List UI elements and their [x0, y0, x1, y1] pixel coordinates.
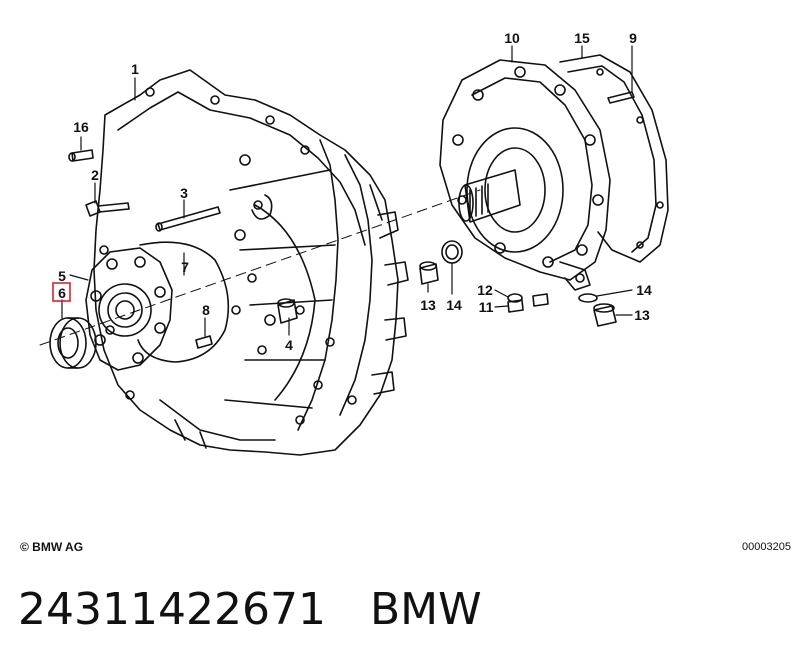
front-cover: [85, 247, 173, 371]
part-number: 24311422671: [18, 584, 326, 635]
callout-4: 4: [285, 337, 293, 353]
callout-13-left: 13: [420, 297, 436, 313]
callout-13-right: 13: [634, 307, 650, 323]
pin: [195, 335, 213, 349]
callout-5: 5: [58, 268, 66, 284]
screw-11b: [532, 293, 549, 307]
callout-8: 8: [202, 302, 210, 318]
callout-9: 9: [629, 30, 637, 46]
part-number-line: 24311422671 BMW: [18, 584, 482, 635]
callout-11: 11: [479, 299, 494, 315]
sealing-ring-left: [441, 240, 463, 264]
cover-stud: [607, 91, 635, 104]
callout-10: 10: [504, 30, 520, 46]
callout-15: 15: [574, 30, 590, 46]
plug-screw-right: [593, 303, 617, 327]
leader-lines: [61, 45, 633, 337]
callout-7: 7: [181, 259, 189, 275]
callouts: 1 2 3 4 5 6 7 8 9 10 11 12 13 13 14 14 1…: [52, 30, 652, 353]
sleeve: [277, 298, 298, 324]
callout-6: 6: [58, 285, 66, 301]
intermediate-plate: [439, 59, 611, 291]
copyright-notice: © BMW AG: [20, 540, 84, 554]
transmission-housing: [39, 69, 481, 456]
callout-12: 12: [477, 282, 493, 298]
callout-2: 2: [91, 167, 99, 183]
washer-12: [507, 293, 523, 303]
hex-bolt: [85, 200, 130, 217]
stud-bolt: [155, 206, 221, 232]
brand-name: BMW: [369, 584, 482, 635]
sealing-ring-right: [578, 293, 598, 303]
callout-14-left: 14: [446, 297, 462, 313]
plug-screw-left: [419, 261, 439, 285]
callout-14-right: 14: [636, 282, 652, 298]
exploded-parts-diagram: 1 2 3 4 5 6 7 8 9 10 11 12 13 13 14 14 1…: [39, 30, 669, 456]
callout-6-highlight-box: [52, 282, 71, 302]
callout-16: 16: [73, 119, 89, 135]
gasket-ring: [137, 241, 230, 363]
callout-3: 3: [180, 185, 188, 201]
screw-11a: [507, 299, 524, 313]
callout-1: 1: [131, 61, 139, 77]
dowel-pin: [68, 149, 94, 162]
cover-gasket: [559, 54, 669, 263]
diagram-id: 00003205: [742, 541, 791, 553]
shaft-seal: [49, 317, 97, 369]
